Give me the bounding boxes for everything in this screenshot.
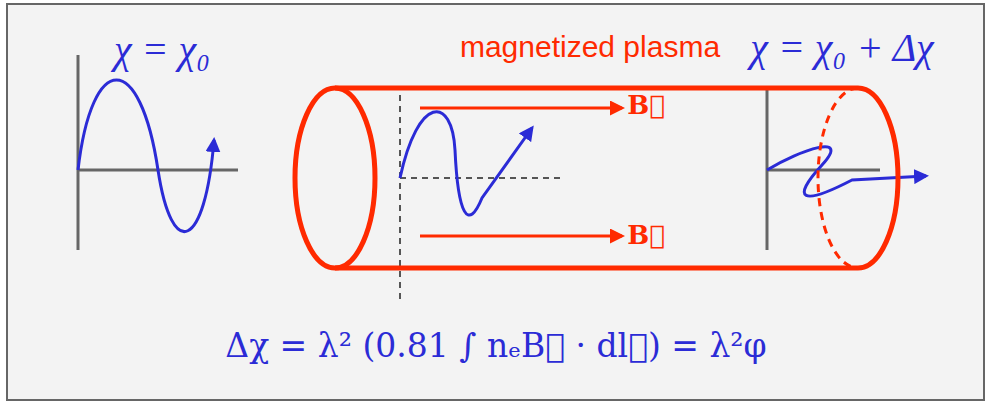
axis-line [767,169,880,172]
dashed-axis [400,177,565,179]
polarization-angle: χ = χ₀ + Δχ [750,25,933,71]
frame [7,4,984,400]
field-arrow [420,235,622,238]
wave-in [78,80,214,232]
cylinder-end [858,88,898,268]
region-title: magnetized plasma [460,30,720,65]
field-arrow [420,107,622,110]
wave-rotating [400,112,532,215]
field-label: B⃗ [627,91,665,121]
cylinder-side [335,266,858,271]
polarization-angle: χ = χ₀ [114,27,210,73]
cylinder-side [335,86,858,91]
field-label: B⃗ [627,221,665,251]
cylinder-hidden-edge [818,88,858,268]
cylinder-end [295,88,375,268]
rotation-formula: Δχ = λ² (0.81 ∫ nₑB⃗ · dl⃗) = λ²φ [225,327,766,365]
wave-out [767,147,926,196]
